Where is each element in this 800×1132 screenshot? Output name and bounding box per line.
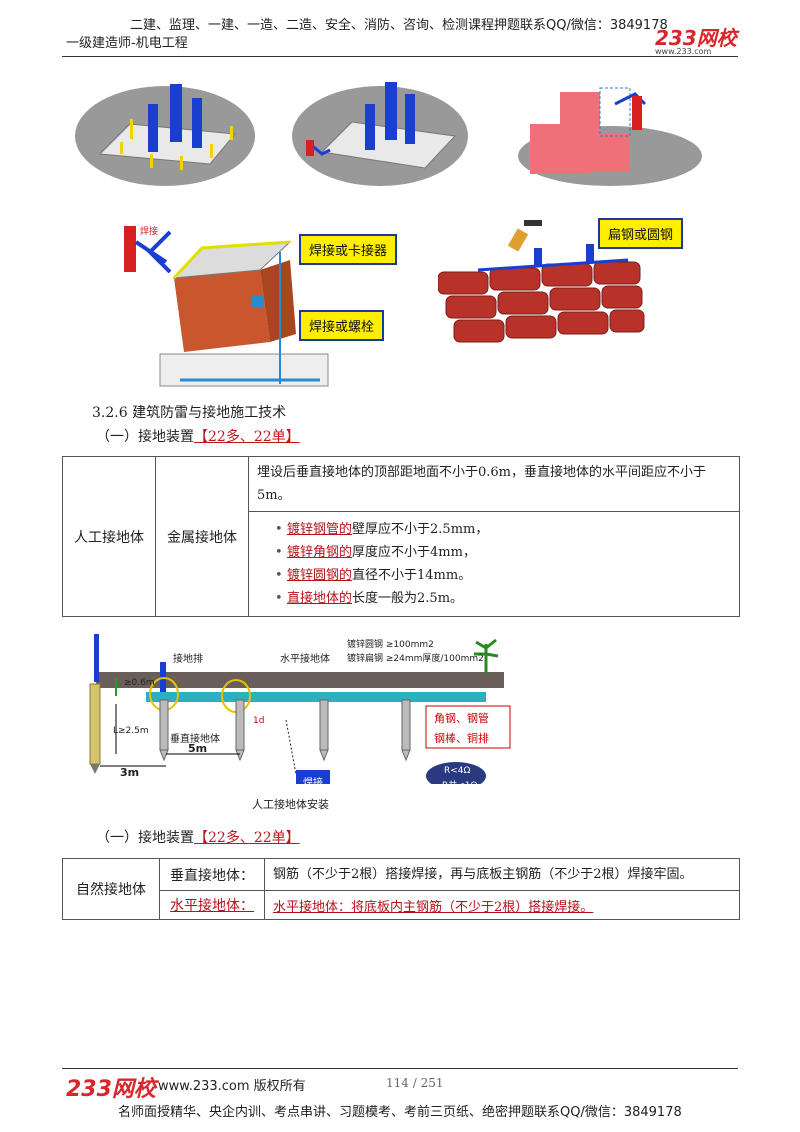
spec-rest: 壁厚应不小于2.5mm，: [352, 522, 489, 537]
cell-horizontal-label: 水平接地体：: [159, 890, 265, 920]
label-horizontal: 水平接地体: [280, 654, 330, 665]
grounding-installation-diagram: [89, 634, 511, 784]
spec-term: 镀锌圆钢的: [287, 568, 353, 583]
spec-term: 镀锌角钢的: [287, 545, 353, 560]
label-dist-5m: 5m: [188, 742, 208, 755]
label-mark: 1d: [253, 716, 265, 726]
spec-rest: 厚度应不小于4mm，: [352, 545, 476, 560]
spec-term: 镀锌钢管的: [287, 522, 353, 537]
spec-rest: 直径不小于14mm。: [352, 568, 472, 583]
cell-artificial-grounding: 人工接地体: [62, 456, 156, 617]
footer-logo: 233网校: [66, 1077, 156, 1102]
brand-logo-text: 233网校: [655, 26, 737, 50]
figure-lightning-scenes: [75, 82, 702, 186]
callout-weld-clamp: 焊接或卡接器: [299, 234, 398, 265]
label-grounding-bar: 接地排: [173, 654, 203, 665]
weld-tag: 焊接: [140, 227, 159, 237]
section-title: 3.2.6 建筑防雷与接地施工技术: [92, 405, 287, 421]
artificial-grounding-table: 人工接地体 金属接地体 埋设后垂直接地体的顶部距地面不小于0.6m，垂直接地体的…: [62, 456, 740, 617]
footer-rule: [62, 1068, 738, 1069]
cell-metal-grounding: 金属接地体: [155, 456, 249, 617]
spec-rest: 长度一般为2.5m。: [352, 591, 464, 606]
label-materials-2: 钢棒、铜排: [434, 732, 489, 745]
diagram-caption: 人工接地体安装: [252, 798, 329, 811]
exam-tag: 【22多、22单】: [194, 429, 300, 445]
spec-item: 镀锌钢管的壁厚应不小于2.5mm，: [275, 518, 731, 541]
callout-weld-bolt: 焊接或螺栓: [299, 310, 385, 341]
label-dist-3m: 3m: [120, 766, 140, 779]
label-weld: 焊接: [303, 778, 323, 789]
label-resistance-2: R共<1Ω: [442, 781, 478, 791]
cell-horizontal-text: 水平接地体：将底板内主钢筋（不少于2根）搭接焊接。: [264, 890, 740, 920]
cell-natural-grounding: 自然接地体: [62, 858, 160, 920]
spec-item: 镀锌角钢的厚度应不小于4mm，: [275, 541, 731, 564]
subsection-heading-1: （一）接地装置【22多、22单】: [96, 426, 300, 446]
callout-flat-round-steel: 扁钢或圆钢: [598, 218, 684, 249]
label-depth: ≥0.6m: [124, 678, 155, 688]
header-subject: 一级建造师-机电工程: [66, 36, 188, 51]
header-rule: [62, 56, 738, 57]
exam-tag: 【22多、22单】: [194, 830, 300, 846]
cell-vertical-text: 钢筋（不少于2根）搭接焊接，再与底板主钢筋（不少于2根）焊接牢固。: [264, 858, 740, 891]
label-length: L≥2.5m: [113, 726, 149, 736]
label-resistance-1: R<4Ω: [444, 766, 471, 776]
subsection-prefix: （一）接地装置: [96, 830, 194, 846]
spec-term: 直接地体的: [287, 591, 353, 606]
cell-vertical-label: 垂直接地体：: [159, 858, 265, 891]
spec-list: 镀锌钢管的壁厚应不小于2.5mm， 镀锌角钢的厚度应不小于4mm， 镀锌圆钢的直…: [273, 518, 731, 610]
footer-contact-line: 名师面授精华、央企内训、考点串讲、习题模考、考前三页纸、绝密押题联系QQ/微信：…: [118, 1105, 682, 1120]
page-number: 114 / 251: [386, 1076, 444, 1090]
cell-burial-depth: 埋设后垂直接地体的顶部距地面不小于0.6m，垂直接地体的水平间距应不小于5m。: [248, 456, 740, 512]
spec-item: 直接地体的长度一般为2.5m。: [275, 587, 731, 610]
brand-logo-url: www.233.com: [655, 47, 712, 56]
label-vertical: 垂直接地体: [170, 734, 220, 745]
figure-brick-wall-right: [438, 220, 645, 343]
header-contact-line: 二建、监理、一建、一造、二造、安全、消防、咨询、检测课程押题联系QQ/微信：38…: [130, 18, 668, 33]
natural-grounding-table: 自然接地体 垂直接地体： 钢筋（不少于2根）搭接焊接，再与底板主钢筋（不少于2根…: [62, 858, 740, 920]
label-spec1: 镀锌圆钢 ≥100mm2: [347, 640, 434, 650]
brand-logo: 233网校 www.233.com: [655, 22, 737, 56]
cell-specs: 镀锌钢管的壁厚应不小于2.5mm， 镀锌角钢的厚度应不小于4mm， 镀锌圆钢的直…: [248, 511, 740, 617]
horizontal-label-text: 水平接地体：: [170, 898, 254, 914]
footer-copyright: www.233.com 版权所有: [158, 1079, 306, 1094]
label-materials-1: 角钢、钢管: [434, 712, 489, 725]
subsection-heading-2: （一）接地装置【22多、22单】: [96, 827, 300, 847]
spec-item: 镀锌圆钢的直径不小于14mm。: [275, 564, 731, 587]
figure-brick-wall-left: [124, 226, 329, 387]
horizontal-text: 水平接地体：将底板内主钢筋（不少于2根）搭接焊接。: [273, 899, 594, 915]
subsection-prefix: （一）接地装置: [96, 429, 194, 445]
label-spec2: 镀锌扁钢 ≥24mm厚度/100mm2: [347, 654, 484, 664]
